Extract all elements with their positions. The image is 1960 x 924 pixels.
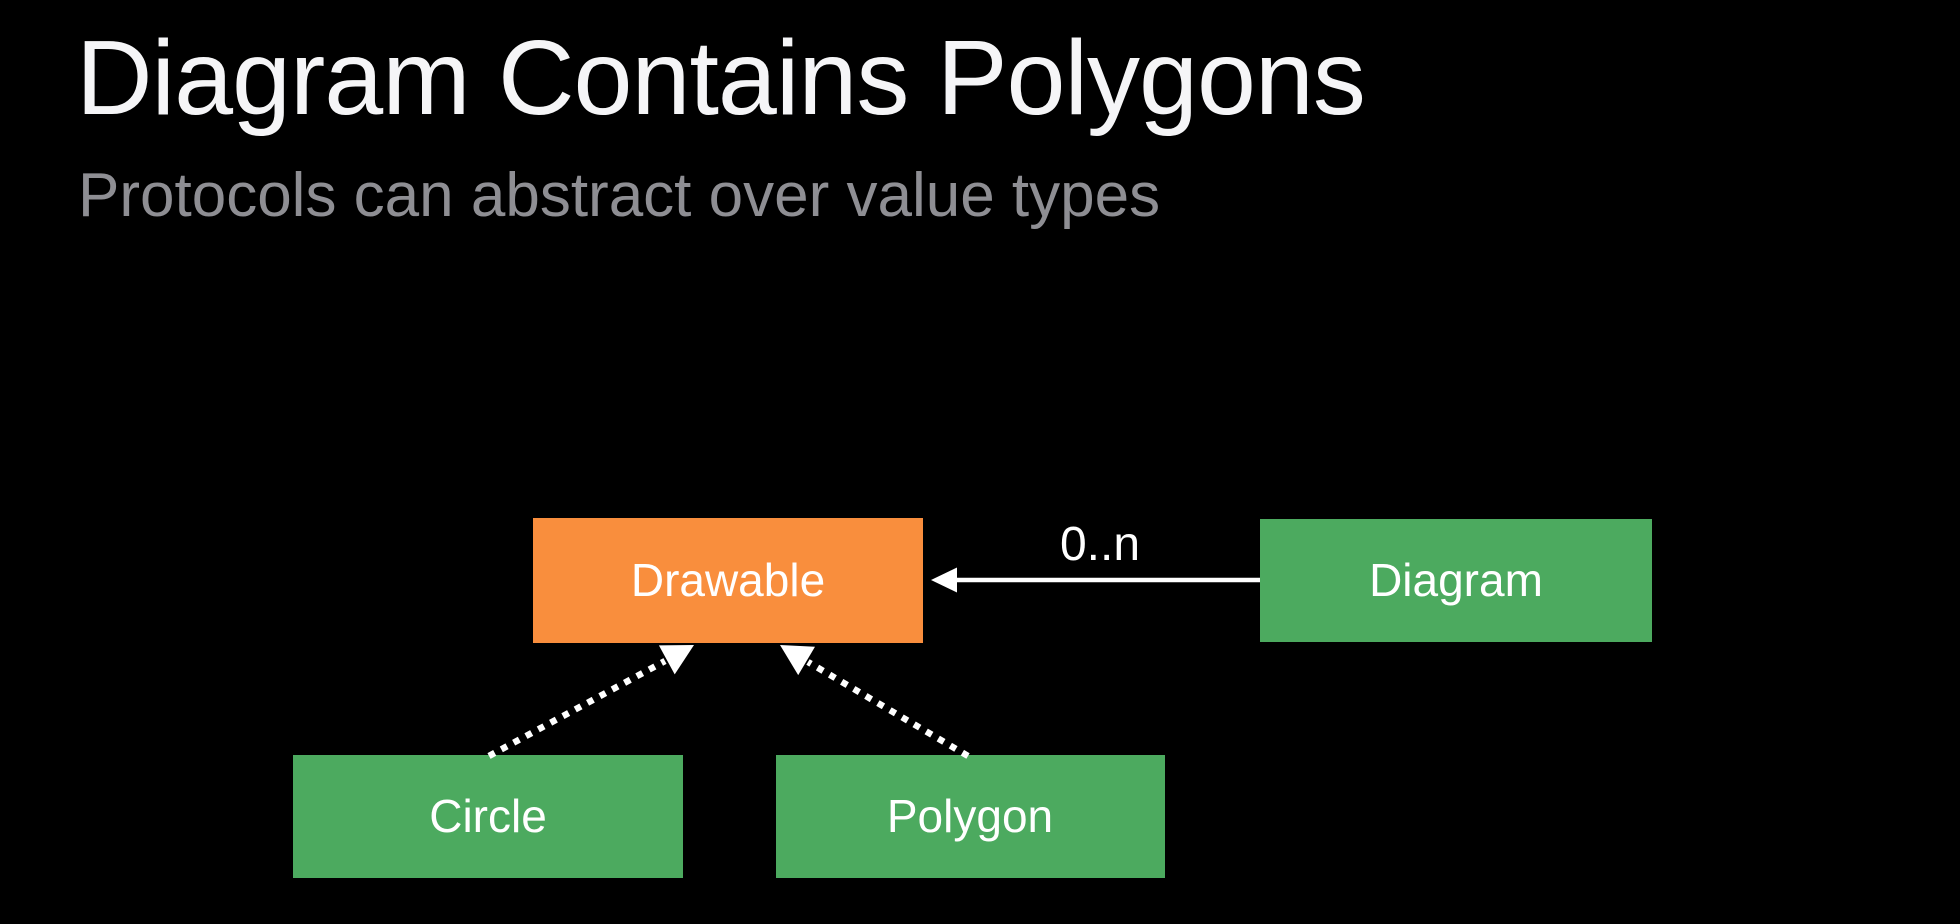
slide-subtitle: Protocols can abstract over value types	[78, 161, 1161, 230]
diagram-node-box	[1260, 519, 1652, 642]
polygon-conforms-arrowhead-icon	[780, 645, 815, 676]
circle-conforms-arrowhead-icon	[658, 645, 694, 675]
polygon-node-label: Polygon	[887, 790, 1053, 842]
drawable-node-label: Drawable	[631, 554, 825, 606]
polygon-node-box	[776, 755, 1165, 878]
circle-node-label: Circle	[429, 790, 547, 842]
polygon-conforms-edge-line	[806, 659, 970, 759]
diagram-node-label: Diagram	[1369, 554, 1543, 606]
multiplicity-label: 0..n	[1060, 518, 1140, 571]
slide-title: Diagram Contains Polygons	[76, 19, 1366, 137]
circle-conforms-edge-line	[487, 658, 667, 759]
containment-arrowhead-icon	[931, 567, 957, 593]
circle-node-box	[293, 755, 683, 878]
drawable-node-box	[533, 518, 923, 643]
